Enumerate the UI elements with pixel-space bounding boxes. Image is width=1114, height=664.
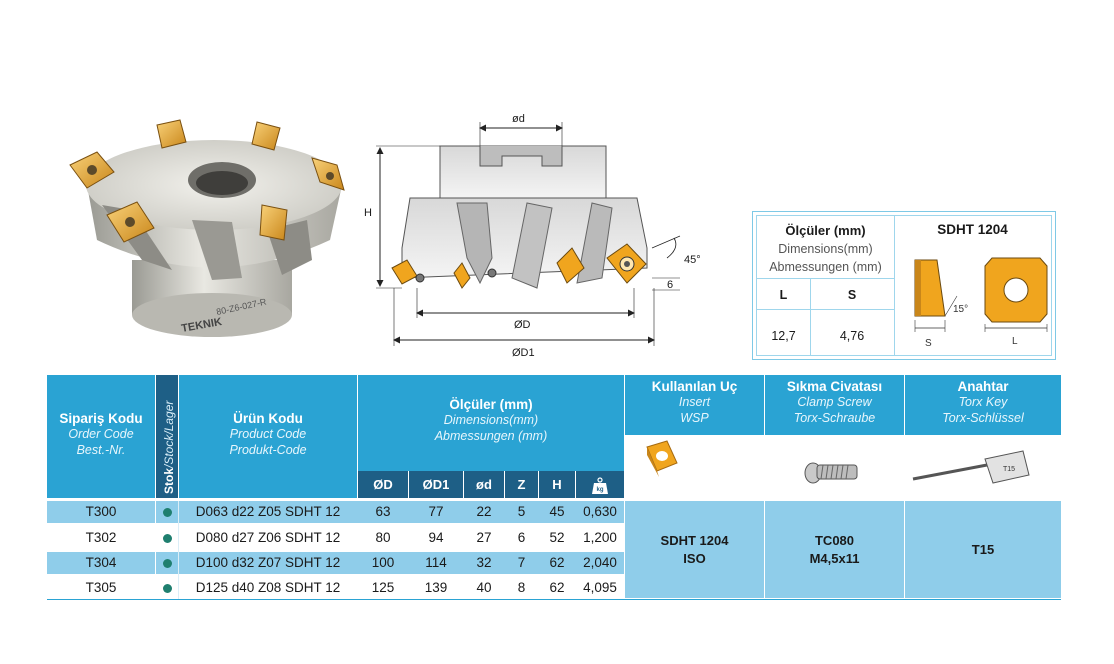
spec-title-de: Abmessungen (mm) <box>769 260 882 274</box>
weight-icon: kg <box>592 476 608 494</box>
table-row[interactable]: T305 D125 d40 Z08 SDHT 12 125 139 40 8 6… <box>47 577 624 599</box>
cell-Z: 7 <box>517 555 526 570</box>
cell-weight: 1,200 <box>583 530 617 545</box>
cell-D: 80 <box>375 530 391 545</box>
order-code: T304 <box>85 555 117 570</box>
cell-weight: 0,630 <box>583 504 617 519</box>
stock-dot-icon <box>163 508 172 517</box>
key-value-cell: T15 <box>905 501 1061 598</box>
cell-D1: 77 <box>428 504 444 519</box>
insert-spec-box: Ölçüler (mm) Dimensions(mm) Abmessungen … <box>752 211 1056 360</box>
screw-value-size: M4,5x11 <box>809 550 860 566</box>
cell-Z: 6 <box>517 530 526 545</box>
header-torx-key: Anahtar Torx Key Torx-Schlüssel <box>905 375 1061 435</box>
spec-val-S: 4,76 <box>839 329 865 343</box>
key-image-cell: T15 <box>905 435 1061 498</box>
header-dimensions: Ölçüler (mm) Dimensions(mm) Abmessungen … <box>358 375 624 471</box>
svg-text:kg: kg <box>596 487 603 493</box>
order-code: T305 <box>85 580 117 595</box>
subheader-H: H <box>539 471 575 498</box>
cell-weight: 2,040 <box>583 555 617 570</box>
header-clamp-screw: Sıkma Civatası Clamp Screw Torx-Schraube <box>765 375 904 435</box>
cell-D1: 94 <box>428 530 444 545</box>
table-row[interactable]: T304 D100 d32 Z07 SDHT 12 100 114 32 7 6… <box>47 552 624 574</box>
screw-value-code: TC080 <box>814 532 855 548</box>
subheader-D1: ØD1 <box>409 471 463 498</box>
insert-value-standard: ISO <box>683 550 706 566</box>
subheader-Z: Z <box>505 471 538 498</box>
subheader-weight: kg <box>576 471 624 498</box>
cell-d: 40 <box>476 580 492 595</box>
stock-dot-icon <box>163 559 172 568</box>
insert-value-name: SDHT 1204 <box>660 532 729 548</box>
product-code: D100 d32 Z07 SDHT 12 <box>195 555 341 570</box>
product-code: D125 d40 Z08 SDHT 12 <box>195 580 341 595</box>
stock-dot-icon <box>163 534 172 543</box>
cell-H: 52 <box>549 530 565 545</box>
header-order-code: Sipariş Kodu Order Code Best.-Nr. <box>47 375 155 498</box>
cell-H: 62 <box>549 580 565 595</box>
insert-value-cell: SDHT 1204 ISO <box>625 501 764 598</box>
subheader-D: ØD <box>358 471 408 498</box>
spec-col-L: L <box>779 288 788 302</box>
cell-d: 22 <box>476 504 492 519</box>
spec-col-S: S <box>847 288 857 302</box>
cell-weight: 4,095 <box>583 580 617 595</box>
insert-icon <box>646 440 678 477</box>
technical-drawing: ød H ØD ØD1 45° 6 <box>364 113 701 359</box>
subheader-d: ød <box>464 471 504 498</box>
product-code: D080 d27 Z06 SDHT 12 <box>195 530 341 545</box>
dim-H-label: H <box>364 207 372 219</box>
insert-name-title: SDHT 1204 <box>937 222 1008 237</box>
torx-key-icon: T15 <box>912 450 1030 484</box>
cell-H: 45 <box>549 504 565 519</box>
spec-val-L: 12,7 <box>771 329 796 343</box>
dim-height-label: 6 <box>667 279 673 291</box>
cell-D1: 139 <box>424 580 448 595</box>
order-code: T302 <box>85 530 117 545</box>
cell-d: 27 <box>476 530 492 545</box>
insert-profile-diagram: S 15° L <box>914 257 1048 349</box>
cell-d: 32 <box>476 555 492 570</box>
torx-screw-icon <box>804 462 858 484</box>
milling-cutter-photo: TEKNIK 80-Z6-027-R <box>69 119 345 337</box>
svg-text:T15: T15 <box>1003 466 1015 473</box>
dim-D-label: ØD <box>514 319 531 331</box>
cell-Z: 5 <box>517 504 526 519</box>
spec-title-tr: Ölçüler (mm) <box>785 223 866 238</box>
angle-15-label: 15° <box>953 304 968 315</box>
insert-1 <box>69 151 115 189</box>
table-row[interactable]: T300 D063 d22 Z05 SDHT 12 63 77 22 5 45 … <box>47 501 624 523</box>
header-insert: Kullanılan Uç Insert WSP <box>625 375 764 435</box>
cell-D: 125 <box>371 580 395 595</box>
screw-value-cell: TC080 M4,5x11 <box>765 501 904 598</box>
dim-L-label: L <box>1012 336 1018 347</box>
product-table: Sipariş Kodu Order Code Best.-Nr. Stok/S… <box>47 375 1061 600</box>
order-code: T300 <box>85 504 117 519</box>
dim-d-label: ød <box>512 113 525 125</box>
product-code: D063 d22 Z05 SDHT 12 <box>195 504 341 519</box>
insert-image-cell <box>625 435 764 498</box>
dim-S-label: S <box>925 338 932 349</box>
cell-D: 100 <box>371 555 395 570</box>
table-row[interactable]: T302 D080 d27 Z06 SDHT 12 80 94 27 6 52 … <box>47 527 624 549</box>
cell-D: 63 <box>375 504 391 519</box>
dim-angle-label: 45° <box>684 254 701 266</box>
screw-image-cell <box>765 435 904 498</box>
dim-D1-label: ØD1 <box>512 347 535 359</box>
cell-Z: 8 <box>517 580 526 595</box>
key-value: T15 <box>971 541 995 557</box>
spec-box-frame: Ölçüler (mm) Dimensions(mm) Abmessungen … <box>756 215 1052 356</box>
spec-title-en: Dimensions(mm) <box>778 242 873 256</box>
header-product-code: Ürün Kodu Product Code Produkt-Code <box>179 375 357 498</box>
cell-D1: 114 <box>425 555 447 570</box>
cell-H: 62 <box>549 555 565 570</box>
stock-dot-icon <box>163 584 172 593</box>
header-stock: Stok/Stock/Lager <box>156 375 178 498</box>
